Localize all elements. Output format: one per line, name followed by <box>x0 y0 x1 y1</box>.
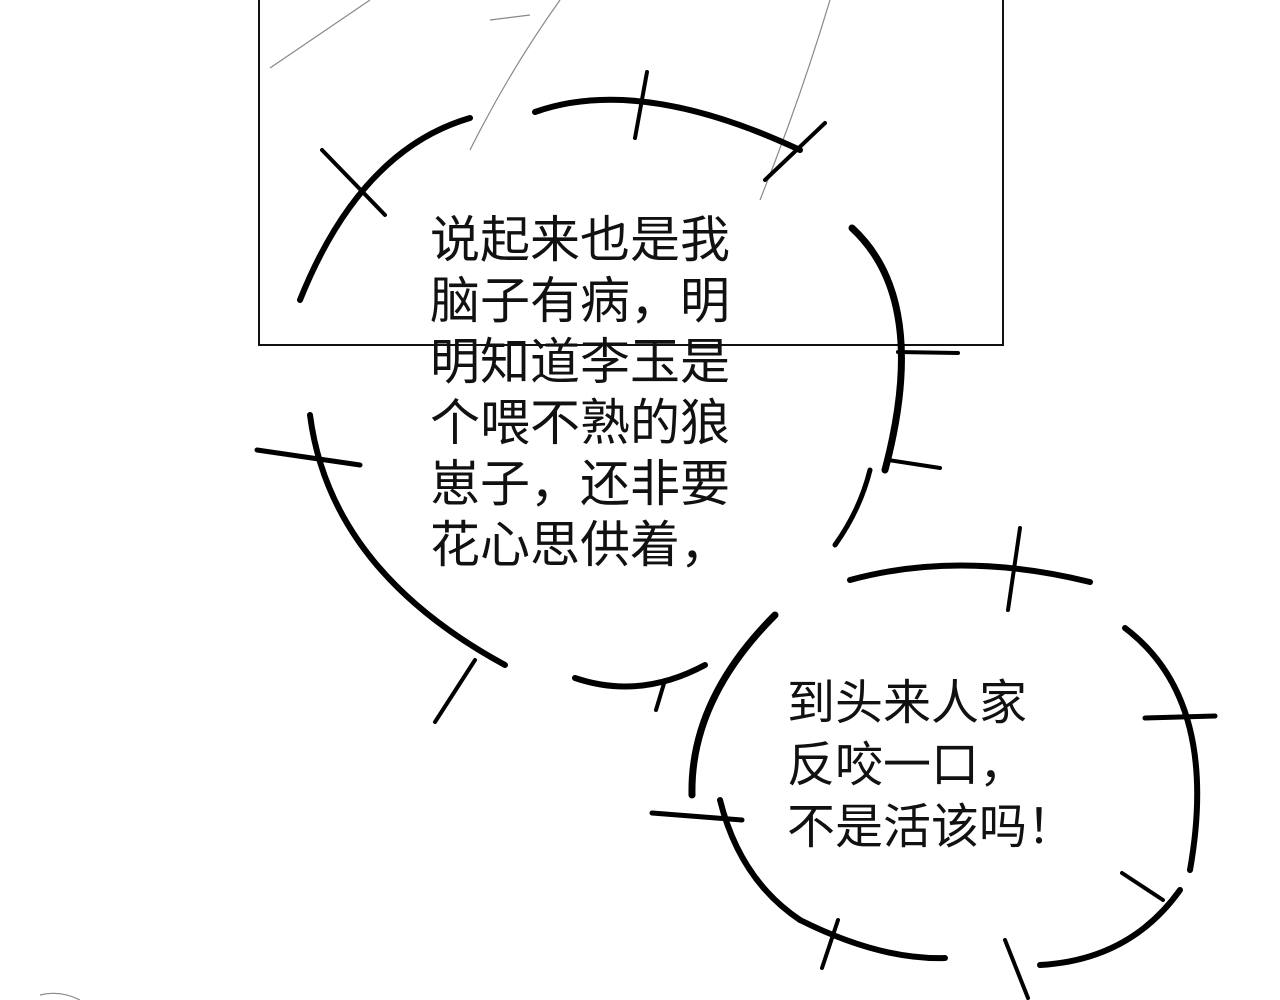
text-line: 脑子有病，明 <box>430 272 730 330</box>
text-line: 反咬一口， <box>787 737 1028 793</box>
text-line: 不是活该吗！ <box>787 799 1076 855</box>
text-line: 到头来人家 <box>787 675 1028 731</box>
second-bubble-text: 到头来人家 反咬一口， 不是活该吗！ <box>787 672 1075 858</box>
text-line: 花心思供着， <box>430 516 730 574</box>
text-line: 崽子，还非要 <box>430 455 730 513</box>
text-line: 说起来也是我 <box>430 211 730 269</box>
panel-frame <box>258 0 1004 346</box>
main-speech-bubble <box>254 70 960 724</box>
second-speech-bubble <box>649 526 1218 1000</box>
text-line: 明知道李玉是 <box>430 333 730 391</box>
main-bubble-text: 说起来也是我 脑子有病，明 明知道李玉是 个喂不熟的狼 崽子，还非要 花心思供着… <box>430 210 730 576</box>
text-line: 个喂不熟的狼 <box>430 394 730 452</box>
